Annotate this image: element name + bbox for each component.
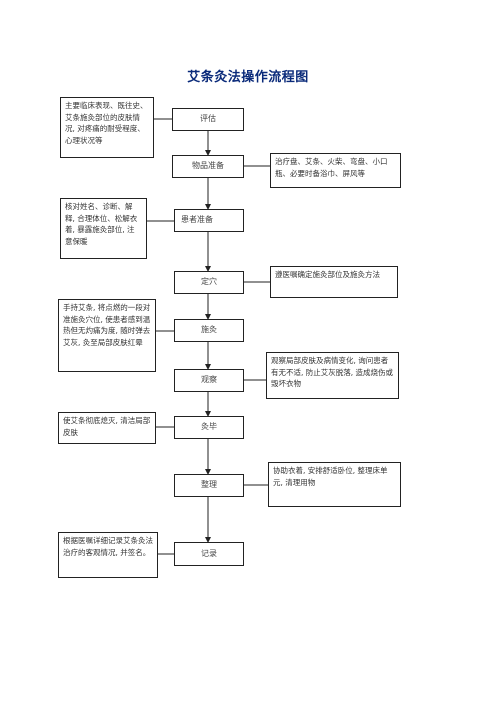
step-observe: 观察 <box>174 369 244 392</box>
step-record: 记录 <box>174 542 244 566</box>
note-patient: 核对姓名、诊断、解释, 合理体位、松解衣着, 暴露施灸部位, 注意保暖 <box>60 198 147 259</box>
step-locate-acupoint: 定穴 <box>174 271 244 294</box>
note-acupoint: 遵医嘱确定施灸部位及施灸方法 <box>270 266 398 298</box>
step-moxibustion: 施灸 <box>174 319 244 342</box>
page-title: 艾条灸法操作流程图 <box>187 70 309 85</box>
step-prepare-patient: 患者准备 <box>174 209 244 232</box>
step-assess: 评估 <box>172 108 244 131</box>
step-tidy: 整理 <box>174 474 244 497</box>
note-record: 根据医嘱详细记录艾条灸法治疗的客观情况, 并签名。 <box>58 532 158 578</box>
note-finish: 使艾条彻底熄灭, 清洁局部皮肤 <box>58 412 156 444</box>
note-tidy: 协助衣着, 安排舒适卧位, 整理床单元, 清理用物 <box>268 462 401 507</box>
step-prepare-supplies: 物品准备 <box>172 155 244 178</box>
note-supplies: 治疗盘、艾条、火柴、弯盘、小口瓶、必要时备浴巾、屏风等 <box>270 153 401 188</box>
note-assess: 主要临床表现、既往史、艾条施灸部位的皮肤情况, 对疼痛的耐受程度、心理状况等 <box>60 97 154 158</box>
note-observe: 观察局部皮肤及病情变化, 询问患者有无不适, 防止艾灰脱落, 造成烧伤或毁坏衣物 <box>266 352 399 399</box>
step-finish: 灸毕 <box>174 416 244 439</box>
note-moxibustion: 手持艾条, 将点燃的一段对准施灸穴位, 使患者感到温热但无灼痛为度, 随时弹去艾… <box>58 299 156 372</box>
